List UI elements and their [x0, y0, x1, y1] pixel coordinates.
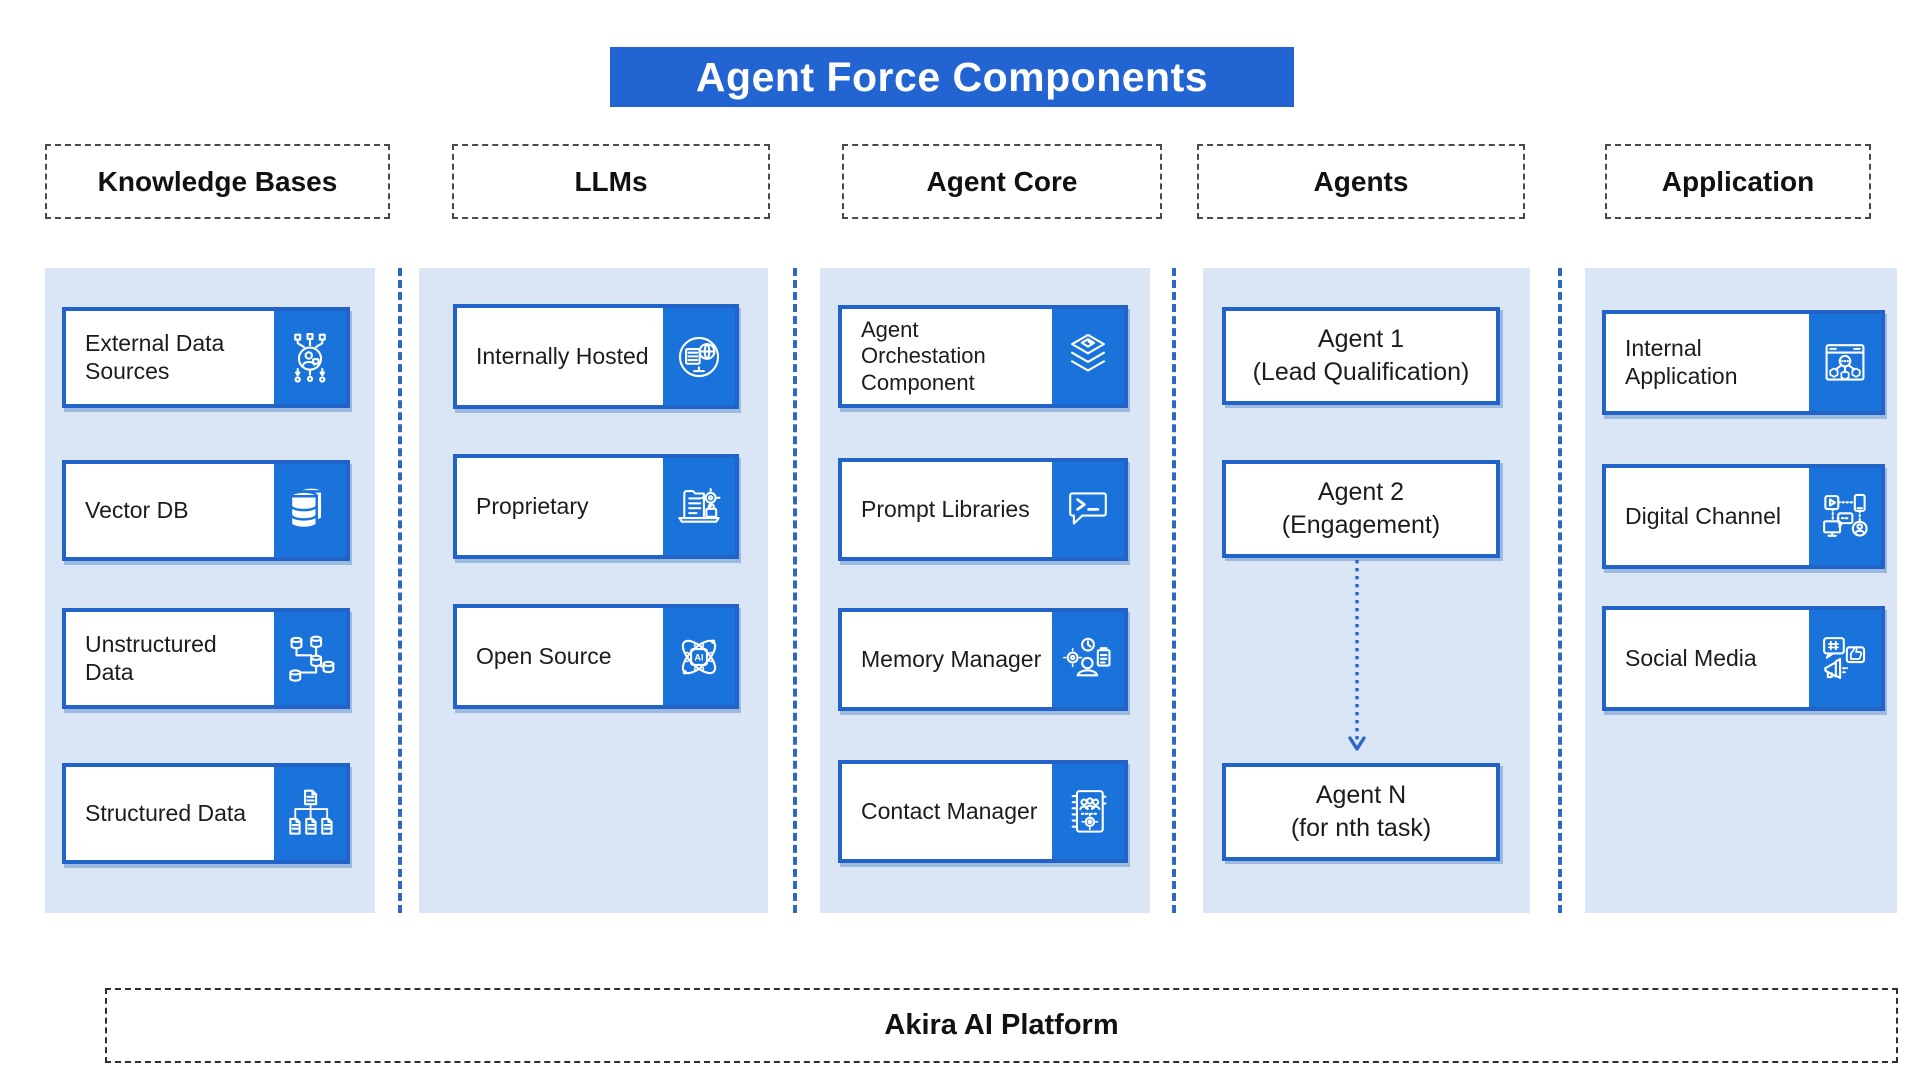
- card-external-data-sources: External Data Sources: [62, 307, 350, 408]
- external-data-sources-icon: [274, 311, 346, 404]
- card-label: Prompt Libraries: [861, 495, 1030, 522]
- card-proprietary: Proprietary: [453, 454, 739, 559]
- svg-text:AI: AI: [694, 652, 703, 662]
- card-agent-n: Agent N (for nth task): [1222, 763, 1500, 861]
- header-agents: Agents: [1197, 144, 1525, 219]
- card-label: Open Source: [476, 642, 612, 669]
- card-label: Internal Application: [1625, 334, 1738, 389]
- card-unstructured-data: Unstructured Data: [62, 608, 350, 709]
- card-label: Unstructured Data: [85, 630, 217, 685]
- agent-subtitle: (for nth task): [1290, 814, 1432, 842]
- card-label: Digital Channel: [1625, 502, 1781, 529]
- card-agent-1: Agent 1 (Lead Qualification): [1222, 307, 1500, 405]
- column-divider: [1558, 268, 1562, 913]
- social-media-icon: [1809, 610, 1881, 707]
- card-internal-application: Internal Application: [1602, 310, 1885, 415]
- open-source-icon: AI: [663, 608, 735, 705]
- page-title: Agent Force Components: [610, 47, 1294, 107]
- contact-manager-icon: [1052, 764, 1124, 859]
- structured-data-icon: [274, 767, 346, 860]
- agent-title: Agent N: [1315, 781, 1407, 809]
- arrow-down-dotted: [1348, 560, 1366, 751]
- card-vector-db: Vector DB: [62, 460, 350, 561]
- unstructured-data-icon: [274, 612, 346, 705]
- card-prompt-libraries: Prompt Libraries: [838, 458, 1128, 561]
- card-memory-manager: Memory Manager: [838, 608, 1128, 711]
- panel-application: Internal Application Digital Channel: [1585, 268, 1897, 913]
- agent-subtitle: (Engagement): [1281, 511, 1441, 539]
- card-label: Memory Manager: [861, 645, 1042, 672]
- panel-llms: Internally Hosted Proprietary: [419, 268, 768, 913]
- card-agent-orchestration-component: Agent Orchestation Component: [838, 305, 1128, 408]
- header-application: Application: [1605, 144, 1871, 219]
- agent-subtitle: (Lead Qualification): [1252, 358, 1470, 386]
- prompt-libraries-icon: [1052, 462, 1124, 557]
- card-digital-channel: Digital Channel: [1602, 464, 1885, 569]
- header-knowledge-bases: Knowledge Bases: [45, 144, 390, 219]
- panel-agent-core: Agent Orchestation Component Prompt Libr…: [820, 268, 1150, 913]
- agent-orchestration-icon: [1052, 309, 1124, 404]
- card-internally-hosted: Internally Hosted: [453, 304, 739, 409]
- vector-db-icon: [274, 464, 346, 557]
- card-label: Proprietary: [476, 492, 589, 519]
- agent-title: Agent 1: [1317, 325, 1405, 353]
- card-social-media: Social Media: [1602, 606, 1885, 711]
- card-label: External Data Sources: [85, 329, 225, 384]
- platform-bar: Akira AI Platform: [105, 988, 1898, 1063]
- card-label: Internally Hosted: [476, 342, 649, 369]
- card-label: Structured Data: [85, 799, 247, 826]
- column-divider: [1172, 268, 1176, 913]
- card-structured-data: Structured Data: [62, 763, 350, 864]
- card-label: Vector DB: [85, 496, 189, 523]
- card-label: Contact Manager: [861, 797, 1038, 824]
- card-agent-2: Agent 2 (Engagement): [1222, 460, 1500, 558]
- card-label: Social Media: [1625, 644, 1757, 671]
- card-contact-manager: Contact Manager: [838, 760, 1128, 863]
- agent-title: Agent 2: [1317, 478, 1405, 506]
- proprietary-icon: [663, 458, 735, 555]
- panel-knowledge-bases: External Data Sources Vector DB: [45, 268, 375, 913]
- internal-application-icon: [1809, 314, 1881, 411]
- card-open-source: Open Source AI: [453, 604, 739, 709]
- panel-agents: Agent 1 (Lead Qualification) Agent 2 (En…: [1203, 268, 1530, 913]
- card-label: Agent Orchestation Component: [861, 316, 986, 395]
- digital-channel-icon: [1809, 468, 1881, 565]
- header-agent-core: Agent Core: [842, 144, 1162, 219]
- header-llms: LLMs: [452, 144, 770, 219]
- column-divider: [793, 268, 797, 913]
- internally-hosted-icon: [663, 308, 735, 405]
- column-divider: [398, 268, 402, 913]
- memory-manager-icon: [1052, 612, 1124, 707]
